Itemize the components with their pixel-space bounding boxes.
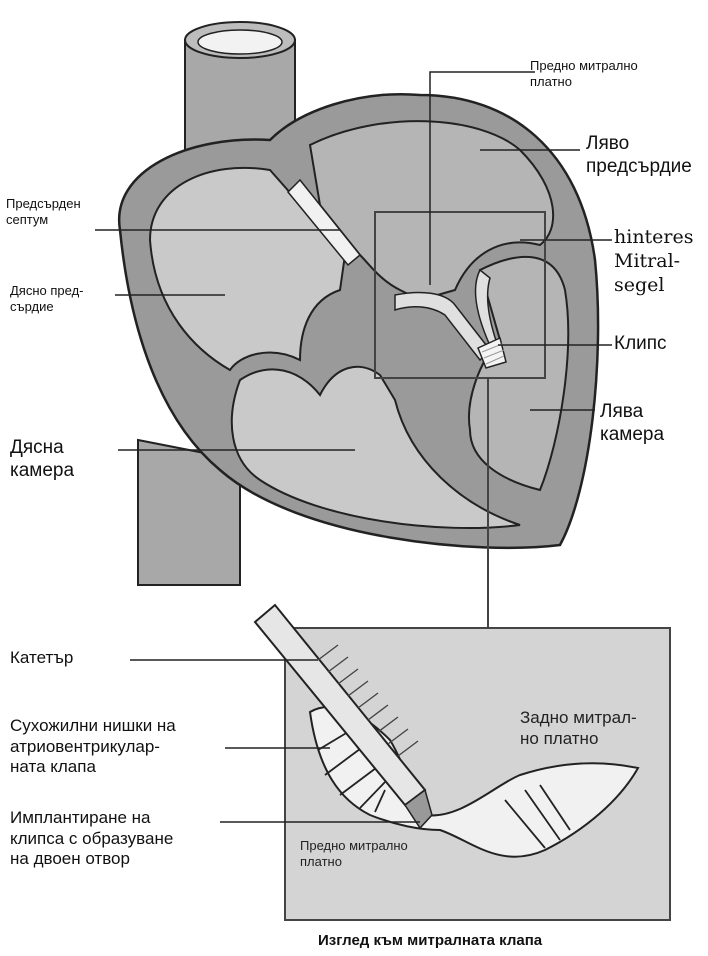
label-left-ventricle: Лява камера: [600, 400, 664, 446]
label-right-atrium: Дясно пред- сърдие: [10, 283, 84, 315]
label-left-atrium: Ляво предсърдие: [586, 132, 692, 178]
label-catheter: Катетър: [10, 648, 73, 669]
label-atrial-septum: Предсърден септум: [6, 196, 81, 228]
label-right-ventricle: Дясна камера: [10, 436, 74, 482]
mitral-view-inset: [255, 605, 670, 920]
label-anterior-leaflet-top: Предно митрално платно: [530, 58, 638, 90]
label-anterior-leaflet-inset: Предно митрално платно: [300, 838, 408, 870]
label-clip: Клипс: [614, 332, 667, 355]
label-chordae: Сухожилни нишки на атриовентрикулар- нат…: [10, 716, 176, 778]
label-posterior-leaflet-inset: Задно митрал- но платно: [520, 708, 637, 749]
label-clip-implant: Имплантиране на клипса с образуване на д…: [10, 808, 173, 870]
label-posterior-leaflet-de: hinteres Mitral- segel: [614, 226, 694, 297]
caption: Изглед към митралната клапа: [318, 932, 542, 950]
